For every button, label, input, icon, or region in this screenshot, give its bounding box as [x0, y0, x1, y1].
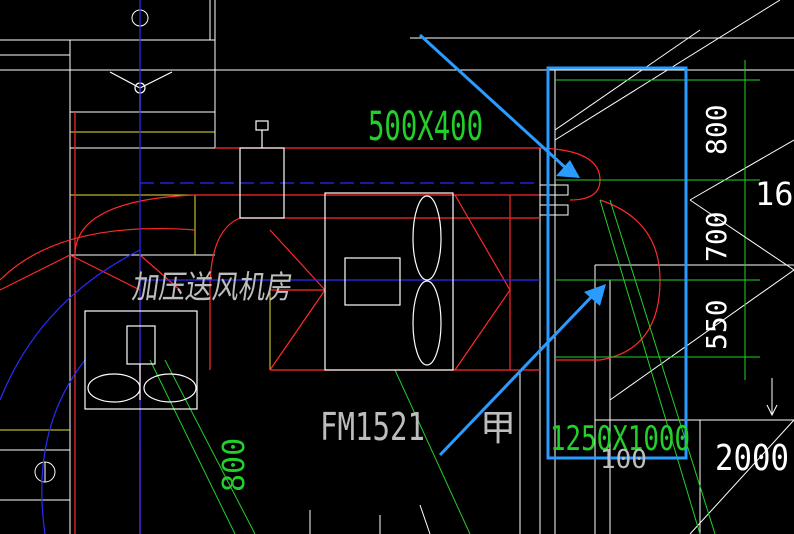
exhaust-fan-unit [84, 310, 198, 410]
dimension-800: 800 [700, 104, 733, 155]
yellow-lines [0, 131, 271, 431]
dimension-100: 100 [600, 445, 647, 475]
door-suffix-label: 甲 [480, 408, 516, 449]
room-name-label: 加压送风机房 [130, 268, 295, 306]
highlight-overlay [418, 33, 688, 460]
fan-unit [324, 192, 454, 371]
arrow-top-head [556, 160, 580, 178]
arrow-top-shaft [418, 33, 570, 172]
duct-size-label-bottom: 1250X1000 [550, 419, 690, 459]
level-mark-16: 16. [755, 175, 794, 213]
vertical-800-label: 800 [217, 438, 252, 492]
dimension-550: 550 [700, 299, 733, 350]
arrow-bottom-shaft [438, 290, 598, 457]
blue-lines [0, 0, 540, 534]
highlight-box [546, 66, 688, 460]
duct-size-label-top: 500X400 [368, 104, 483, 150]
level-arrow [766, 378, 778, 417]
door-tag-label: FM1521 [320, 405, 425, 449]
wall-opening [539, 184, 569, 216]
dimension-2000: 2000 [715, 438, 789, 479]
duct-valve [239, 120, 285, 219]
green-lines [149, 60, 794, 534]
dimension-700: 700 [700, 211, 733, 262]
arrow-bottom-head [584, 284, 606, 306]
